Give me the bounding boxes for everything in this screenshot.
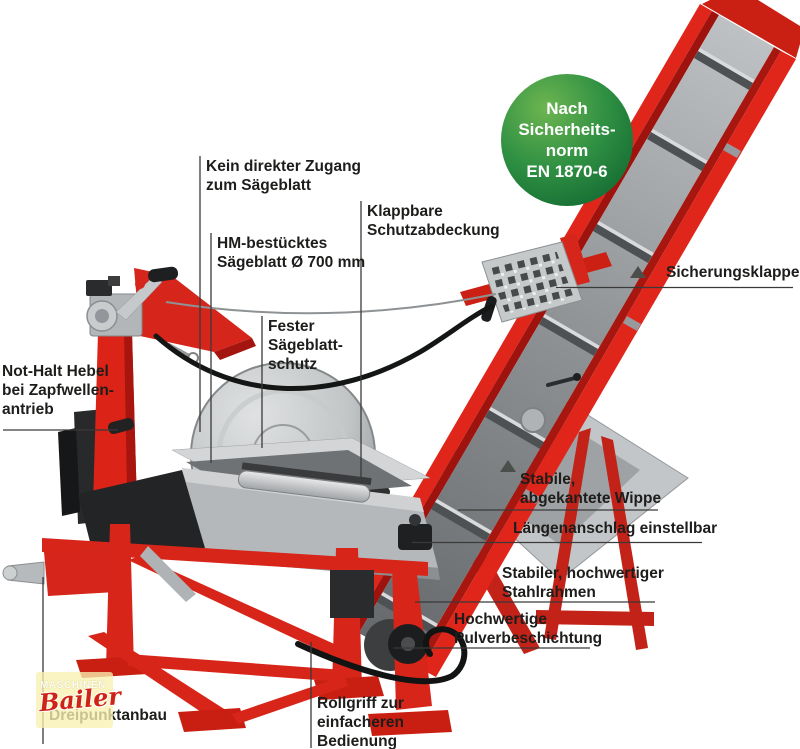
safety-flap-plate [460,234,612,323]
hand-winch [86,266,256,364]
badge-line: Nach [546,99,588,118]
label-line: Stahlrahmen [502,584,596,601]
label-line: HM-bestücktes [217,235,328,252]
label-rollgriff: Rollgriff zur einfacheren Bedienung [317,694,404,749]
label-line: Fester [268,318,315,335]
dealer-watermark: MASCHINEN Bailer [36,672,123,728]
label-line: antrieb [2,401,54,418]
label-fester-saegeblattschutz: Fester Sägeblatt- schutz [268,317,343,374]
label-line: Längenanschlag einstellbar [513,520,718,537]
label-hm-saegeblatt: HM-bestücktes Sägeblatt Ø 700 mm [217,234,365,272]
label-line: Sägeblatt- [268,337,343,354]
label-klappbare-schutzabdeckung: Klappbare Schutzabdeckung [367,202,500,240]
tension-pulley [520,407,546,433]
label-line: Hochwertige [454,611,548,628]
side-brackets [522,143,741,504]
label-line: Sicherungsklappe [666,264,800,281]
watermark-bailer-script: Bailer [37,681,123,718]
label-line: abgekantete Wippe [520,490,662,507]
length-stop-clamp [398,524,432,550]
winch-cable [165,293,497,315]
hydraulic-hose-upper [153,303,495,391]
badge-line: Sicherheits- [518,120,616,139]
crank-grip [148,266,179,283]
badge-line: EN 1870-6 [526,162,608,181]
three-point-hitch [2,546,196,602]
label-line: Sägeblatt Ø 700 mm [217,254,366,271]
label-line: einfacheren [317,714,405,731]
label-line: bei Zapfwellen- [2,382,114,399]
label-line: Not-Halt Hebel [2,363,109,380]
tension-crank [546,376,577,387]
label-pulverbeschichtung: Hochwertige Pulverbeschichtung [454,610,602,648]
safety-norm-badge: Nach Sicherheits- norm EN 1870-6 [501,74,633,206]
watermark-maschinen-text: MASCHINEN [40,680,106,691]
label-sicherungsklappe: Sicherungsklappe [666,263,800,282]
roll-handle [237,462,372,503]
label-line: Rollgriff zur [317,695,404,712]
label-line: Stabile, [520,471,576,488]
label-line: Schutzabdeckung [367,222,500,239]
label-stabile-wippe: Stabile, abgekantete Wippe [520,470,661,508]
label-line: Klappbare [367,203,443,220]
label-line: Bedienung [317,733,398,749]
label-stahlrahmen: Stabiler, hochwertiger Stahlrahmen [502,564,664,602]
label-line: zum Sägeblatt [206,177,312,194]
hydraulic-hose-lower [295,626,468,685]
label-laengenanschlag: Längenanschlag einstellbar [513,519,717,538]
label-line: schutz [268,356,318,373]
label-not-halt-hebel: Not-Halt Hebel bei Zapfwellen- antrieb [2,362,114,419]
label-line: Stabiler, hochwertiger [502,565,664,582]
label-kein-direkter-zugang: Kein direkter Zugang zum Sägeblatt [206,157,361,195]
machine-details [153,293,497,685]
label-line: Kein direkter Zugang [206,158,362,175]
label-line: Pulverbeschichtung [454,630,603,647]
badge-line: norm [545,141,589,160]
